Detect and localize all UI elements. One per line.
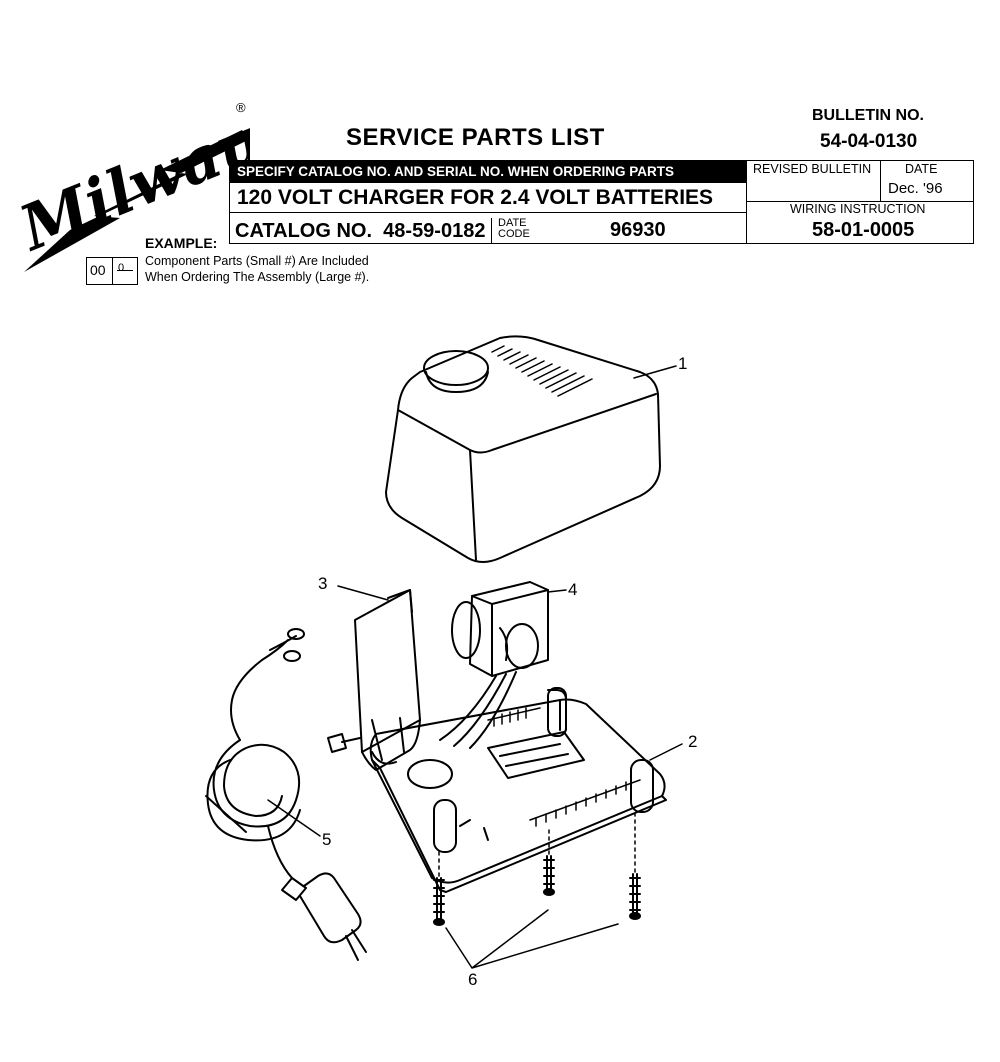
transformer-drawing	[439, 581, 549, 749]
date-code-value: 96930	[610, 219, 666, 241]
example-text-line2: When Ordering The Assembly (Large #).	[145, 270, 370, 284]
example-text-line1: Component Parts (Small #) Are Included	[145, 254, 369, 268]
lightning-bolt-icon	[24, 130, 248, 272]
product-title: 120 VOLT CHARGER FOR 2.4 VOLT BATTERIES	[237, 186, 714, 209]
callout-2: 2	[688, 732, 698, 751]
callout-5: 5	[322, 830, 332, 849]
bulletin-number: 54-04-0130	[820, 131, 918, 152]
catalog-line: CATALOG NO. 48-59-0182	[235, 220, 485, 243]
date-label: DATE	[905, 162, 938, 176]
milwaukee-logo: Milwaukee	[10, 100, 250, 272]
page-title: SERVICE PARTS LIST	[346, 124, 605, 151]
example-assembly-number: 00	[90, 262, 106, 278]
catalog-number: 48-59-0182	[383, 220, 486, 242]
revised-bulletin-label: REVISED BULLETIN	[753, 162, 872, 176]
registered-mark: ®	[236, 100, 246, 115]
divider	[746, 201, 974, 202]
callout-6: 6	[468, 970, 478, 989]
date-code-label-line1: DATE	[498, 217, 527, 229]
power-cord-drawing	[205, 628, 367, 961]
wiring-instruction-number: 58-01-0005	[812, 219, 915, 241]
divider	[880, 160, 881, 201]
date-code-label-line2: CODE	[498, 228, 530, 240]
divider	[112, 257, 113, 285]
callout-4: 4	[568, 580, 578, 599]
catalog-label: CATALOG NO.	[235, 220, 373, 242]
base-drawing	[369, 687, 667, 893]
callout-1: 1	[678, 354, 688, 373]
divider	[117, 270, 133, 271]
callout-3: 3	[318, 574, 328, 593]
circuit-board-drawing	[327, 589, 421, 771]
divider	[746, 160, 747, 244]
example-label: EXAMPLE:	[145, 235, 218, 251]
screws-drawing	[433, 811, 641, 926]
example-component-number: 0	[118, 262, 125, 274]
charger-cover-drawing	[385, 335, 661, 563]
date-code-label: DATE CODE	[498, 218, 530, 240]
divider	[491, 218, 492, 244]
divider	[229, 212, 746, 213]
date-value: Dec. '96	[888, 180, 943, 197]
specify-note: SPECIFY CATALOG NO. AND SERIAL NO. WHEN …	[229, 160, 746, 183]
bulletin-label: BULLETIN NO.	[812, 107, 924, 124]
wiring-instruction-label: WIRING INSTRUCTION	[790, 202, 926, 216]
